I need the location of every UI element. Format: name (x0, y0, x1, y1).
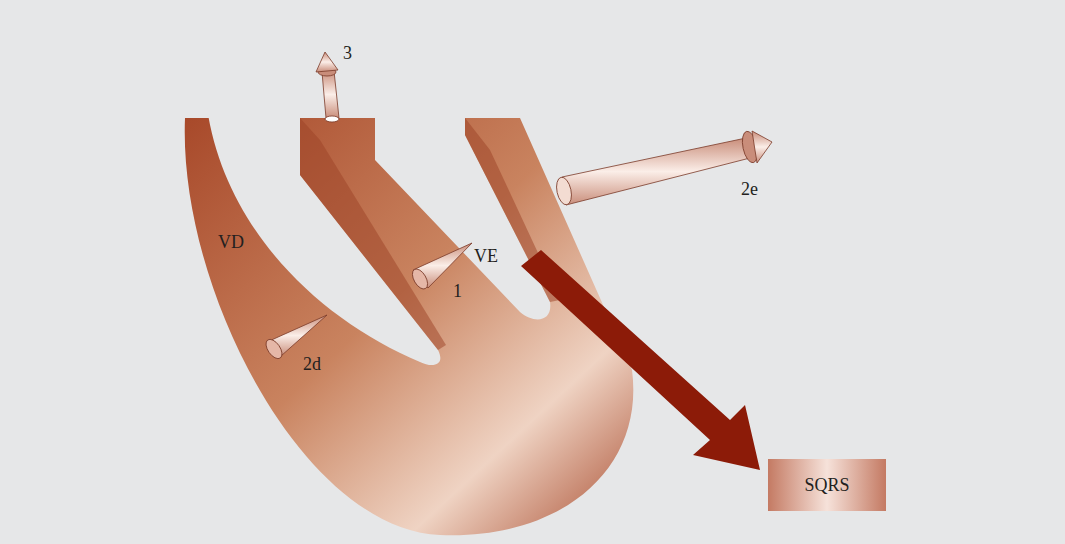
vector-1 (409, 243, 472, 292)
callout-number: 2e (741, 180, 758, 198)
chamber-label: VE (474, 247, 498, 265)
callout-number: 1 (453, 282, 462, 300)
qrs-vector (521, 250, 760, 470)
chamber-label: VD (218, 233, 244, 251)
ventricle-walls (185, 108, 634, 535)
callout-number: 2d (303, 355, 321, 373)
result-box: SQRS (768, 459, 886, 511)
vector-3 (316, 52, 339, 122)
box-text: SQRS (804, 476, 849, 494)
callout-number: 3 (343, 44, 352, 62)
vector-2e (554, 130, 772, 206)
